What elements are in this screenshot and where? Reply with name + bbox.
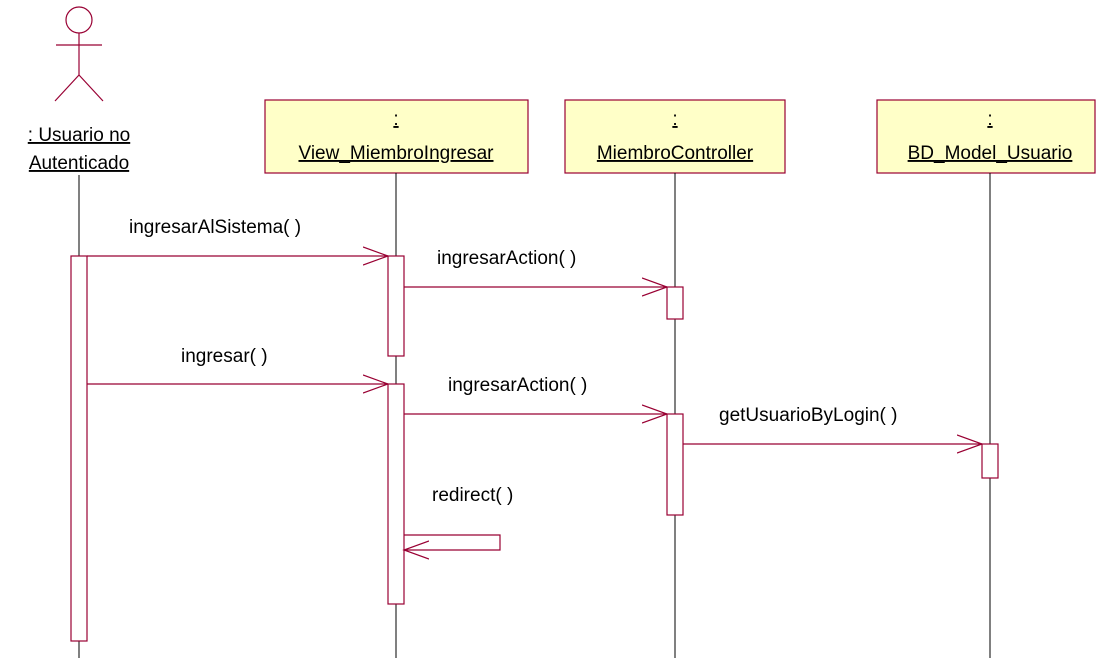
object-box <box>876 99 1096 174</box>
activation-view-2[interactable] <box>387 383 405 605</box>
object-miembrocontroller[interactable]: : MiembroController <box>564 99 786 174</box>
object-prefix: : <box>672 109 677 130</box>
activation-actor[interactable] <box>70 255 88 642</box>
actor-usuario-no-autenticado[interactable]: : Usuario no Autenticado <box>28 6 130 174</box>
message-label: redirect( ) <box>432 485 513 506</box>
message-label: ingresarAction( ) <box>448 375 587 396</box>
object-prefix: : <box>987 109 992 130</box>
actor-label-line1: : Usuario no <box>28 125 130 146</box>
message-label: ingresarAlSistema( ) <box>129 217 301 238</box>
activation-model[interactable] <box>981 443 999 479</box>
actor-head <box>65 6 93 34</box>
message-getusuariobylogin[interactable]: getUsuarioByLogin( ) <box>683 405 982 444</box>
object-name: View_MiembroIngresar <box>298 143 494 164</box>
object-prefix: : <box>393 109 398 130</box>
object-box <box>564 99 786 174</box>
object-box <box>264 99 529 174</box>
message-redirect-self[interactable]: redirect( ) <box>404 485 513 550</box>
object-name: MiembroController <box>597 143 754 164</box>
activation-controller-1[interactable] <box>666 286 684 320</box>
activation-view-1[interactable] <box>387 255 405 357</box>
object-view-miembroingresar[interactable]: : View_MiembroIngresar <box>264 99 529 174</box>
message-ingresar[interactable]: ingresar( ) <box>87 346 388 384</box>
message-label: ingresar( ) <box>181 346 268 367</box>
object-name: BD_Model_Usuario <box>908 143 1073 164</box>
object-bd-model-usuario[interactable]: : BD_Model_Usuario <box>876 99 1096 174</box>
activation-controller-2[interactable] <box>666 413 684 516</box>
message-ingresaraction-1[interactable]: ingresarAction( ) <box>404 248 667 287</box>
message-ingresaralsistema[interactable]: ingresarAlSistema( ) <box>87 217 388 256</box>
actor-right-leg <box>78 74 104 102</box>
message-arrow <box>404 534 501 550</box>
actor-label-line2: Autenticado <box>29 153 129 174</box>
actor-left-leg <box>54 74 80 102</box>
message-label: getUsuarioByLogin( ) <box>719 405 897 426</box>
message-label: ingresarAction( ) <box>437 248 576 269</box>
message-ingresaraction-2[interactable]: ingresarAction( ) <box>404 375 667 414</box>
